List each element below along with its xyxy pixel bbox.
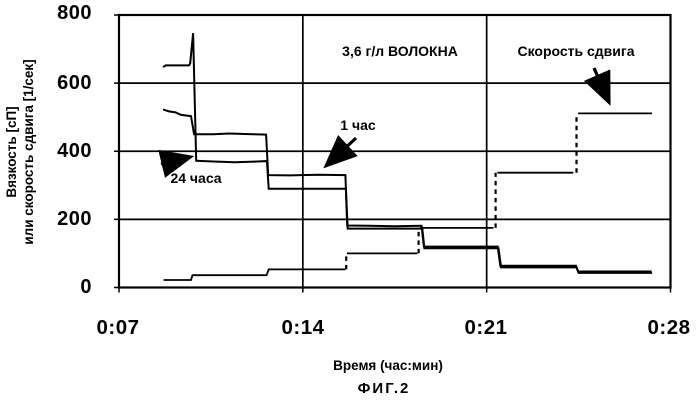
- y-tick-200: 200: [57, 208, 92, 230]
- y-axis-title-line1: Вязкость [сП]: [4, 106, 19, 198]
- series-shear-rate: [163, 268, 346, 281]
- arrow-1-hour: [323, 134, 358, 169]
- arrow-24-hours: [158, 149, 195, 178]
- x-tick-0-07: 0:07: [96, 316, 140, 339]
- x-tick-0-14: 0:14: [281, 316, 325, 339]
- y-axis-title: Вязкость [сП] или скорость сдвига [1/сек…: [3, 59, 37, 244]
- x-tick-0-28: 0:28: [647, 316, 691, 339]
- y-tick-0: 0: [80, 276, 92, 298]
- arrow-shear-rate: [583, 67, 611, 106]
- figure-caption: ФИГ.2: [357, 380, 411, 397]
- annotation-1-hour: 1 час: [340, 117, 376, 133]
- y-tick-600: 600: [57, 72, 92, 94]
- x-axis-title: Время (час:мин): [333, 358, 443, 373]
- annotation-fiber-concentration: 3,6 г/л ВОЛОКНА: [342, 43, 458, 59]
- y-tick-800: 800: [57, 2, 92, 24]
- annotation-24-hours: 24 часа: [170, 170, 222, 186]
- annotation-shear-rate: Скорость сдвига: [517, 43, 635, 59]
- x-tick-0-21: 0:21: [464, 316, 508, 339]
- series-viscosity-1h: [162, 108, 652, 273]
- y-tick-400: 400: [57, 140, 92, 162]
